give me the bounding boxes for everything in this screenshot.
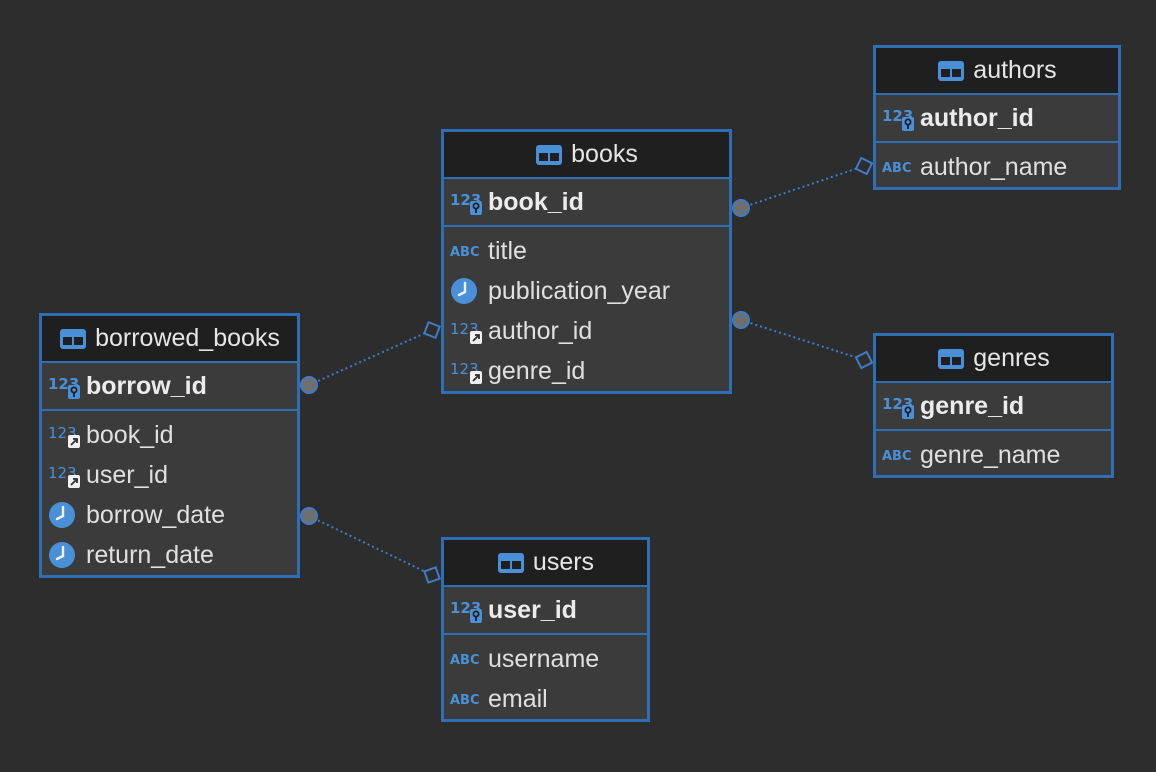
- table-header[interactable]: authors: [876, 48, 1118, 95]
- column-name: publication_year: [488, 276, 671, 305]
- text-type-icon: ABC: [450, 245, 480, 260]
- column-name: user_id: [488, 595, 577, 624]
- relationship-line-borrowed-books-users[interactable]: [308, 515, 433, 576]
- primary-key-column[interactable]: 123 user_id: [444, 587, 647, 635]
- primary-key-column[interactable]: 123 genre_id: [876, 383, 1111, 431]
- text-type-icon: ABC: [882, 449, 912, 464]
- table-genres[interactable]: genres 123 genre_id ABC genre_name: [873, 333, 1114, 478]
- column-name: username: [488, 644, 600, 673]
- foreign-key-number-icon: 123: [48, 424, 80, 448]
- table-header[interactable]: books: [444, 132, 729, 179]
- relationship-one-end-marker: [732, 199, 750, 217]
- column-name: email: [488, 684, 548, 713]
- table-icon: [938, 348, 965, 369]
- table-header[interactable]: genres: [876, 336, 1111, 383]
- foreign-key-number-icon: 123: [450, 360, 482, 384]
- foreign-key-number-icon: 123: [48, 464, 80, 488]
- foreign-key-number-icon: 123: [450, 320, 482, 344]
- primary-key-column[interactable]: 123 author_id: [876, 95, 1118, 143]
- primary-key-number-icon: 123: [48, 375, 80, 399]
- column-name: genre_id: [488, 356, 586, 385]
- table-name: borrowed_books: [95, 324, 280, 352]
- relationship-one-end-marker: [300, 507, 318, 525]
- text-type-icon: ABC: [450, 693, 480, 708]
- column-name: genre_id: [920, 391, 1025, 420]
- column-name: book_id: [86, 420, 174, 449]
- svg-text:ABC: ABC: [882, 449, 912, 464]
- table-column[interactable]: publication_year: [444, 271, 729, 311]
- relationship-line-books-authors[interactable]: [740, 165, 865, 209]
- relationship-many-end-marker: [423, 566, 441, 584]
- relationship-line-books-genres[interactable]: [740, 319, 865, 361]
- table-column[interactable]: ABC title: [444, 231, 729, 271]
- svg-text:ABC: ABC: [450, 693, 480, 708]
- relationship-one-end-marker: [300, 376, 318, 394]
- svg-text:ABC: ABC: [450, 653, 480, 668]
- table-column[interactable]: ABC genre_name: [876, 435, 1111, 475]
- relationship-many-end-marker: [422, 320, 442, 340]
- text-type-icon: ABC: [450, 653, 480, 668]
- relationship-one-end-marker: [732, 311, 750, 329]
- column-name: author_id: [920, 103, 1034, 132]
- primary-key-column[interactable]: 123 book_id: [444, 179, 729, 227]
- clock-icon: [49, 502, 75, 528]
- table-column[interactable]: 123 user_id: [42, 455, 297, 495]
- text-type-icon: ABC: [882, 161, 912, 176]
- table-column[interactable]: return_date: [42, 535, 297, 575]
- table-users[interactable]: users 123 user_id ABC username ABC email: [441, 537, 650, 722]
- column-name: borrow_date: [86, 500, 225, 529]
- table-column[interactable]: borrow_date: [42, 495, 297, 535]
- table-name: authors: [973, 56, 1057, 84]
- table-icon: [60, 328, 87, 349]
- column-name: author_id: [488, 316, 593, 345]
- table-column[interactable]: ABC email: [444, 679, 647, 719]
- column-name: return_date: [86, 540, 214, 569]
- column-name: genre_name: [920, 440, 1061, 469]
- table-name: books: [571, 140, 638, 168]
- table-header[interactable]: users: [444, 540, 647, 587]
- primary-key-number-icon: 123: [882, 395, 914, 419]
- table-books[interactable]: books 123 book_id ABC title publication_…: [441, 129, 732, 394]
- table-icon: [938, 60, 965, 81]
- table-name: genres: [973, 344, 1050, 372]
- table-borrowed-books[interactable]: borrowed_books 123 borrow_id 123 book_id…: [39, 313, 300, 578]
- column-name: author_name: [920, 152, 1068, 181]
- table-column[interactable]: 123 book_id: [42, 415, 297, 455]
- relationship-many-end-marker: [854, 156, 874, 176]
- svg-text:ABC: ABC: [450, 245, 480, 260]
- svg-text:ABC: ABC: [882, 161, 912, 176]
- table-column[interactable]: ABC username: [444, 639, 647, 679]
- table-name: users: [532, 548, 595, 576]
- relationship-many-end-marker: [854, 350, 874, 370]
- column-name: borrow_id: [86, 371, 207, 400]
- primary-key-number-icon: 123: [882, 107, 914, 131]
- column-name: title: [488, 236, 527, 265]
- primary-key-column[interactable]: 123 borrow_id: [42, 363, 297, 411]
- column-name: user_id: [86, 460, 168, 489]
- clock-icon: [49, 542, 75, 568]
- column-name: book_id: [488, 187, 584, 216]
- table-authors[interactable]: authors 123 author_id ABC author_name: [873, 45, 1121, 190]
- clock-icon: [451, 278, 477, 304]
- table-icon: [536, 144, 563, 165]
- primary-key-number-icon: 123: [450, 191, 482, 215]
- table-header[interactable]: borrowed_books: [42, 316, 297, 363]
- table-column[interactable]: ABC author_name: [876, 147, 1118, 187]
- primary-key-number-icon: 123: [450, 599, 482, 623]
- table-column[interactable]: 123 genre_id: [444, 351, 729, 391]
- table-column[interactable]: 123 author_id: [444, 311, 729, 351]
- table-icon: [497, 552, 524, 573]
- relationship-line-borrowed-books-books[interactable]: [308, 329, 433, 386]
